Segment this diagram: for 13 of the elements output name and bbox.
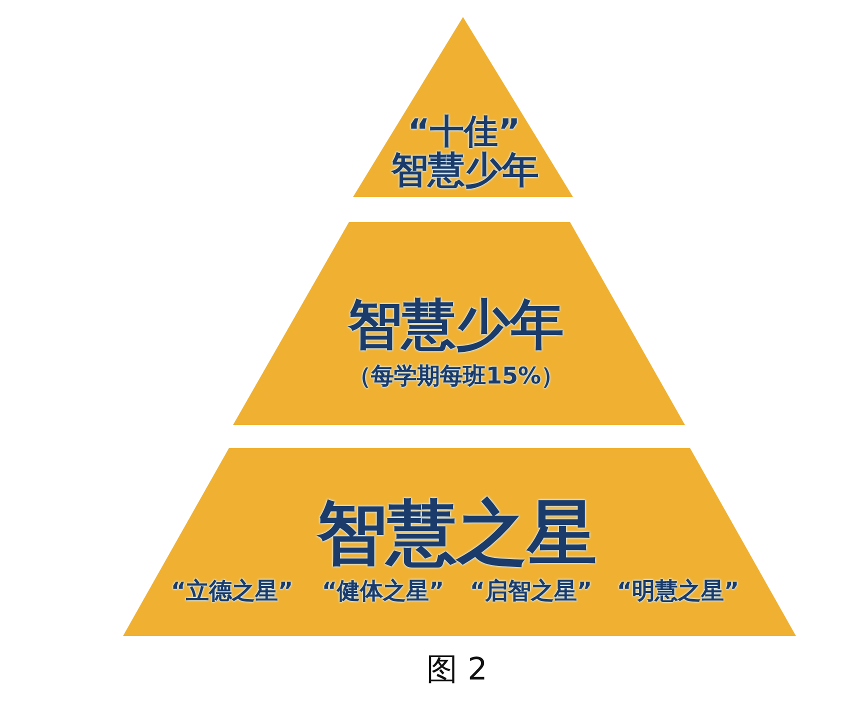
pyramid-apex	[353, 17, 573, 197]
tier-title: 智慧少年	[348, 298, 564, 352]
pyramid-level	[233, 222, 685, 425]
award-name: “启智之星”	[470, 580, 592, 604]
tier-note: （每学期每班15%）	[348, 366, 564, 388]
pyramid-base	[123, 448, 796, 636]
tier-title: 智慧之星	[317, 498, 597, 568]
tier-title: 智慧少年	[391, 152, 539, 188]
figure-caption: 图 2	[426, 654, 488, 686]
award-name: “明慧之星”	[616, 580, 740, 604]
award-name: “立德之星”	[170, 580, 294, 604]
tier-heading: “十佳”	[408, 115, 520, 149]
award-name: “健体之星”	[322, 580, 444, 604]
